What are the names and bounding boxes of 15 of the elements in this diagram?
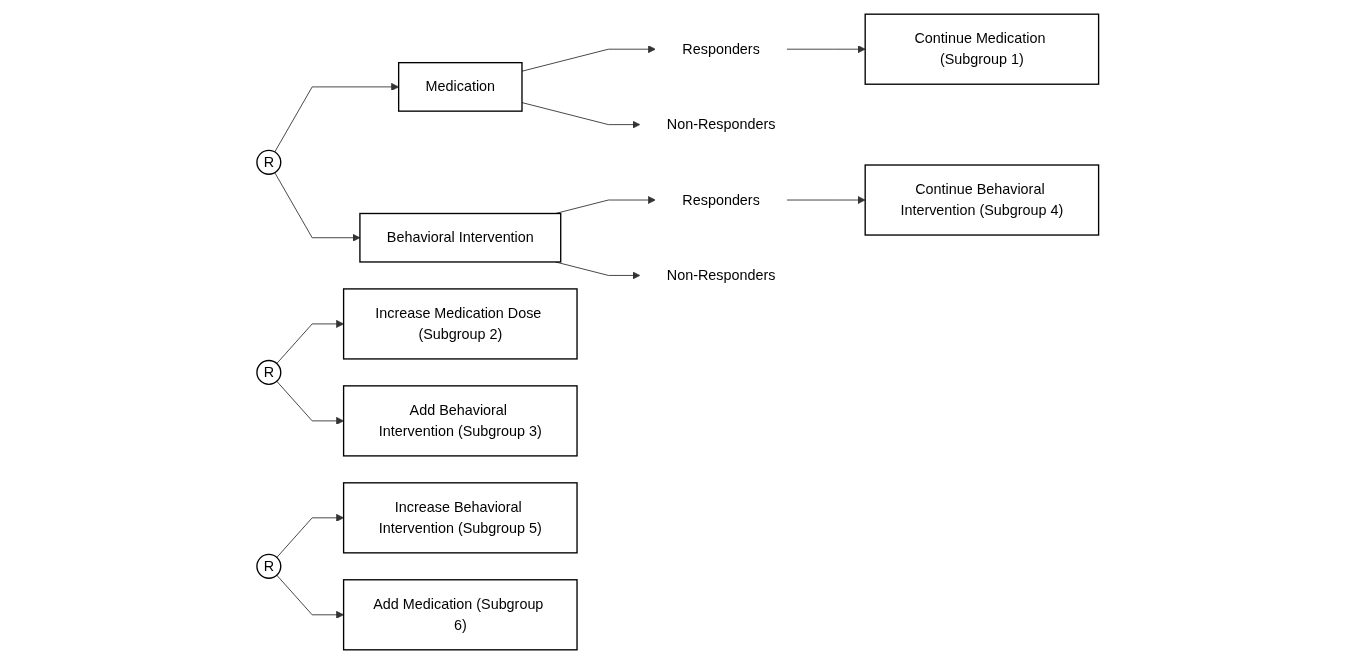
node-box: Behavioral Intervention	[359, 212, 562, 263]
node-box: Medication	[398, 62, 523, 112]
node-box: Continue Medication (Subgroup 1)	[864, 13, 1100, 85]
node-text: Responders	[682, 41, 761, 57]
node-text: Non-Responders	[667, 116, 776, 132]
node-box: Add Medication (Subgroup 6)	[343, 579, 578, 651]
node-circle: R	[256, 553, 282, 579]
node-box: Continue Behavioral Intervention (Subgroup 4)	[864, 164, 1100, 236]
node-text: Non-Responders	[667, 267, 776, 283]
node-circle: R	[256, 359, 282, 385]
node-circle: R	[256, 149, 282, 175]
node-box: Increase Behavioral Intervention (Subgroup 5)	[343, 482, 578, 554]
node-box: Increase Medication Dose (Subgroup 2)	[343, 288, 578, 360]
node-text: Responders	[682, 191, 761, 208]
node-box: Add Behavioral Intervention (Subgroup 3)	[343, 385, 578, 457]
